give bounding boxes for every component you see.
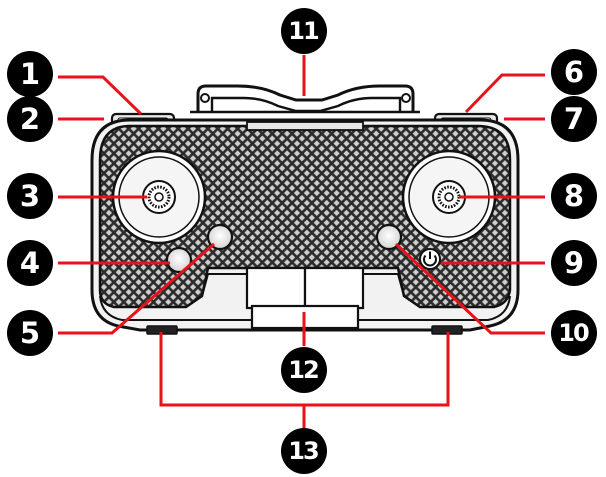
callout-11: 11 — [281, 8, 327, 54]
callout-13: 13 — [281, 428, 327, 474]
callout-12: 12 — [281, 347, 327, 393]
svg-text:5: 5 — [20, 316, 40, 350]
power-icon — [420, 249, 440, 269]
callout-9: 9 — [551, 240, 597, 286]
leader-line-6 — [466, 75, 545, 112]
svg-text:9: 9 — [564, 246, 584, 280]
callout-10: 10 — [551, 310, 597, 356]
callout-1: 1 — [7, 51, 53, 97]
callout-6: 6 — [551, 49, 597, 95]
svg-text:10: 10 — [558, 319, 589, 347]
svg-text:1: 1 — [20, 57, 40, 91]
svg-text:11: 11 — [288, 17, 319, 45]
svg-text:4: 4 — [20, 246, 40, 280]
callout-3: 3 — [7, 173, 53, 219]
callout-2: 2 — [7, 96, 53, 142]
callout-4: 4 — [7, 240, 53, 286]
svg-text:2: 2 — [20, 102, 40, 136]
svg-text:13: 13 — [288, 437, 318, 465]
svg-text:7: 7 — [564, 102, 584, 136]
callout-7: 7 — [551, 96, 597, 142]
leader-line-1 — [58, 77, 141, 114]
svg-text:3: 3 — [20, 179, 40, 213]
svg-text:8: 8 — [564, 179, 584, 213]
svg-text:12: 12 — [288, 356, 318, 384]
callout-8: 8 — [551, 173, 597, 219]
svg-text:6: 6 — [564, 55, 584, 89]
callout-5: 5 — [7, 310, 53, 356]
